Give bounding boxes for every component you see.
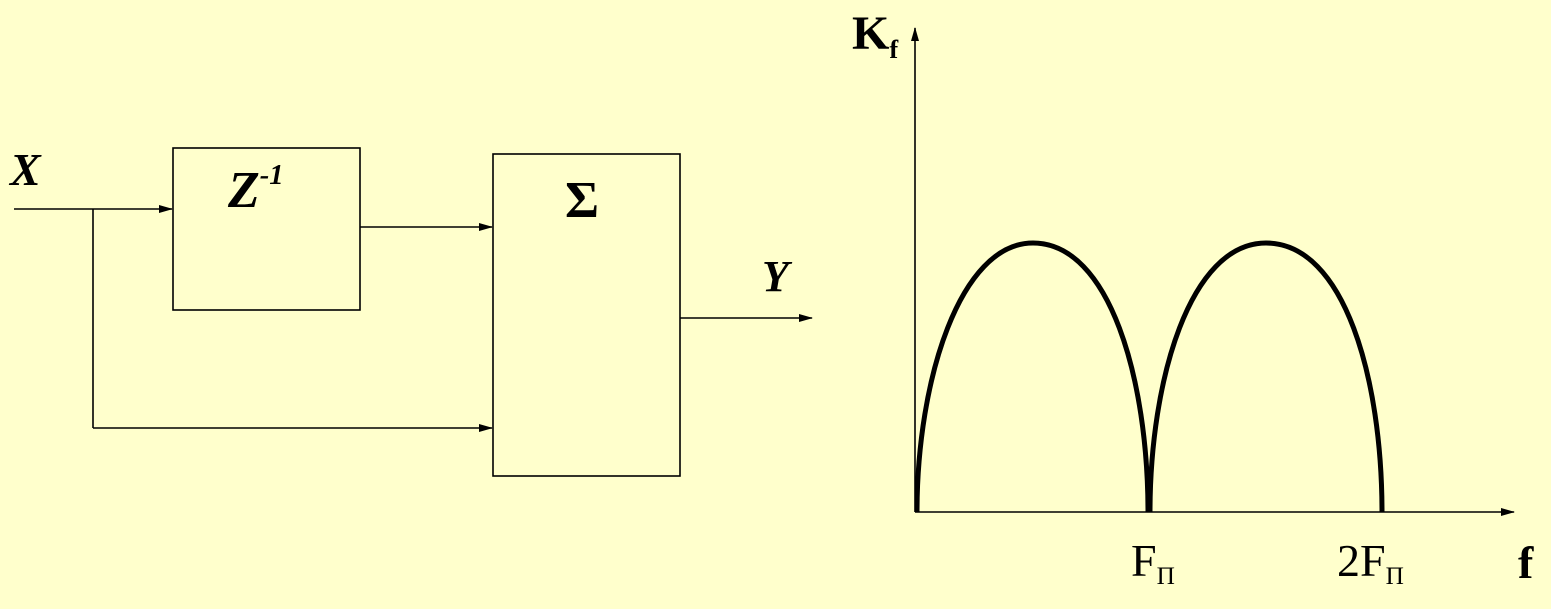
- sum-block: [492, 153, 681, 477]
- tick-label-2fp: 2FП: [1337, 535, 1404, 590]
- tick-fp-subscript: П: [1156, 561, 1175, 590]
- response-lobe-2: [1147, 240, 1385, 513]
- y-axis-label: Kf: [852, 7, 899, 65]
- response-lobe-1: [914, 240, 1151, 513]
- tick-2fp-subscript: П: [1385, 561, 1404, 590]
- sum-block-label: Σ: [565, 172, 599, 229]
- delay-block: [172, 147, 361, 311]
- input-label: X: [10, 144, 41, 195]
- x-axis-label: f: [1518, 537, 1534, 588]
- y-axis-subscript: f: [889, 34, 899, 65]
- delay-block-label: Z-1: [228, 160, 284, 219]
- delay-exponent: -1: [259, 160, 284, 192]
- output-label: Y: [762, 252, 789, 301]
- tick-label-fp: FП: [1131, 535, 1175, 590]
